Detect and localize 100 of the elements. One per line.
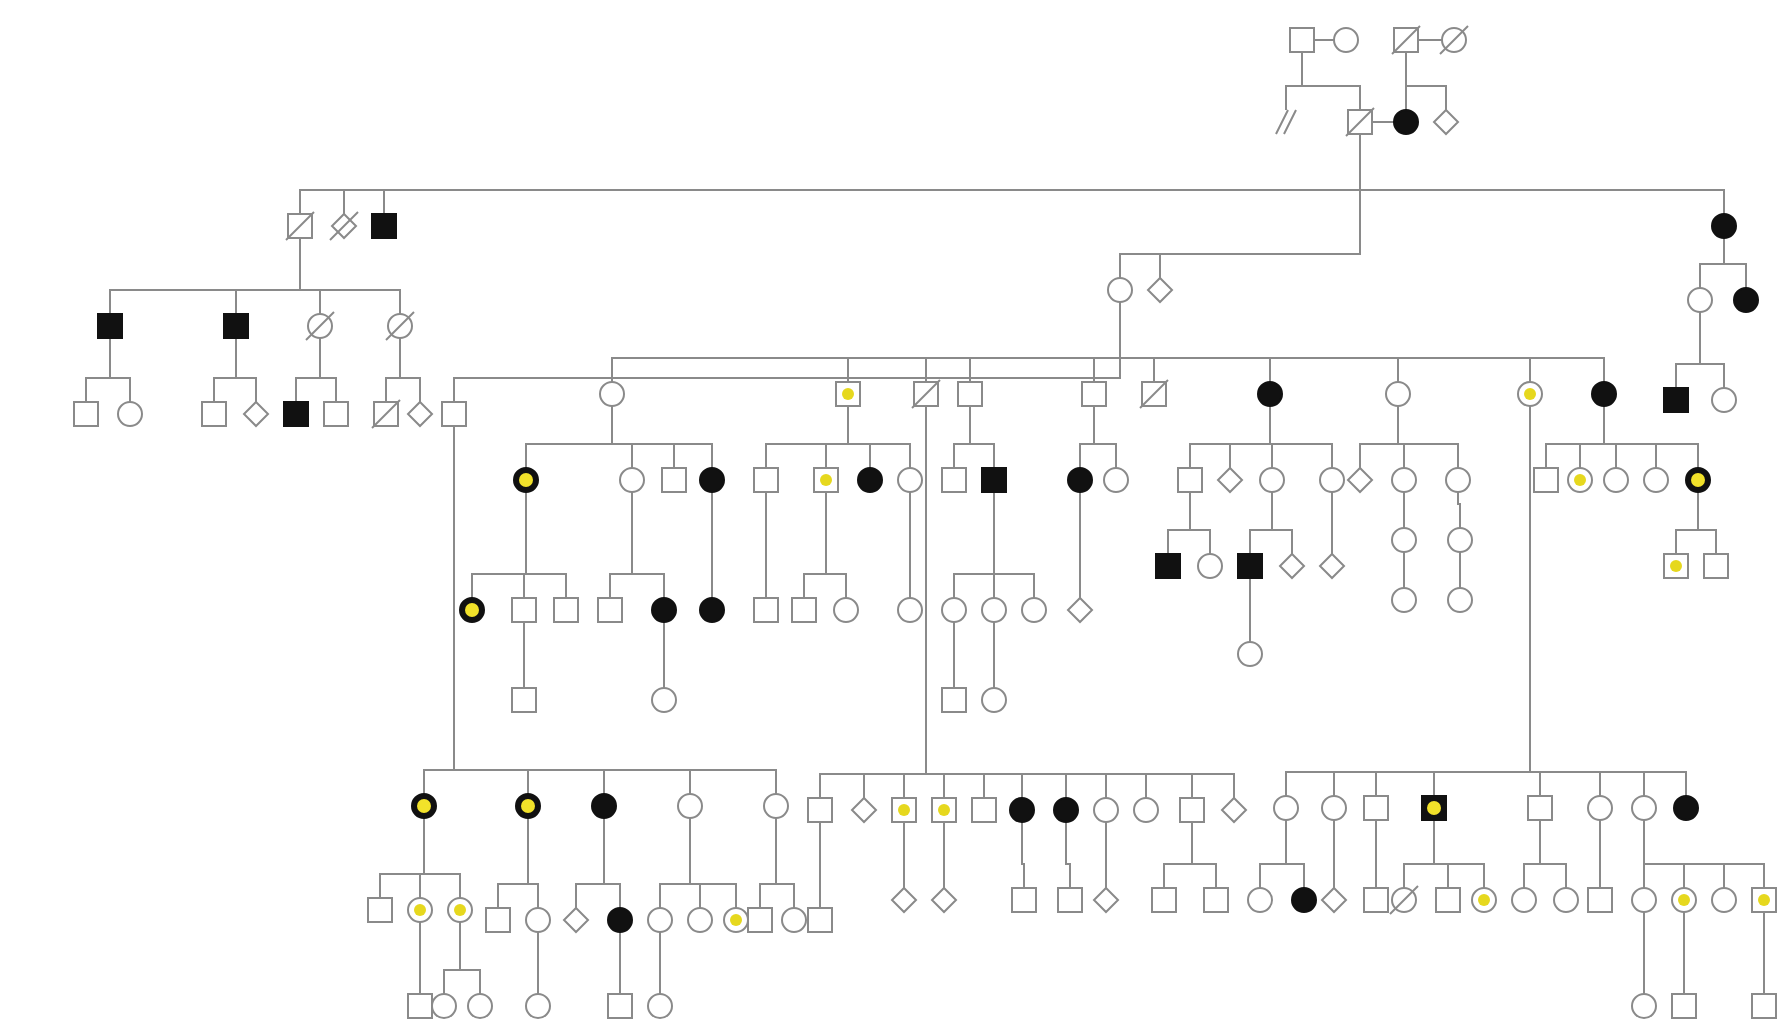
unknown-sex-symbol bbox=[1090, 884, 1122, 916]
male-symbol bbox=[954, 378, 986, 410]
descent-line bbox=[1271, 491, 1293, 555]
descent-line bbox=[1643, 819, 1765, 889]
descent-line bbox=[1697, 491, 1717, 555]
descent-line bbox=[1269, 405, 1333, 469]
descent-line bbox=[1359, 133, 1725, 215]
male-symbol bbox=[404, 990, 436, 1022]
female-symbol bbox=[1684, 284, 1716, 316]
female-symbol bbox=[1050, 794, 1082, 826]
male-symbol bbox=[1584, 884, 1616, 916]
male-symbol bbox=[788, 594, 820, 626]
male-symbol bbox=[1432, 884, 1464, 916]
descent-line bbox=[109, 337, 131, 403]
female-symbol bbox=[1382, 378, 1414, 410]
female-symbol bbox=[616, 464, 648, 496]
descent-line bbox=[299, 237, 401, 315]
female-symbol bbox=[428, 990, 460, 1022]
descent-line bbox=[1249, 577, 1251, 643]
descent-line bbox=[523, 621, 525, 689]
descent-line bbox=[663, 621, 665, 689]
descent-line bbox=[537, 931, 539, 995]
unknown-sex-symbol bbox=[1144, 274, 1176, 306]
female-symbol bbox=[1468, 884, 1500, 916]
female-symbol bbox=[644, 990, 676, 1022]
descent-line bbox=[1105, 821, 1107, 889]
descent-line bbox=[943, 821, 945, 889]
male-symbol bbox=[508, 684, 540, 716]
female-symbol bbox=[1270, 792, 1302, 824]
descent-line bbox=[1301, 51, 1361, 111]
female-symbol bbox=[1254, 378, 1286, 410]
unknown-sex-symbol bbox=[1214, 464, 1246, 496]
female-symbol bbox=[114, 398, 146, 430]
male-symbol bbox=[832, 378, 864, 410]
female-symbol bbox=[1244, 884, 1276, 916]
female-symbol bbox=[1550, 884, 1582, 916]
male-symbol bbox=[1360, 884, 1392, 916]
female-symbol bbox=[1256, 464, 1288, 496]
female-symbol bbox=[1018, 594, 1050, 626]
female-symbol bbox=[444, 894, 476, 926]
descent-line bbox=[459, 921, 481, 995]
male-symbol bbox=[1390, 24, 1422, 56]
male-symbol bbox=[888, 794, 920, 826]
male-symbol bbox=[1008, 884, 1040, 916]
male-symbol bbox=[1660, 384, 1692, 416]
female-symbol bbox=[720, 904, 752, 936]
descent-line bbox=[909, 491, 911, 599]
descent-line bbox=[993, 621, 995, 689]
male-symbol bbox=[70, 398, 102, 430]
unknown-sex-symbol bbox=[1276, 550, 1308, 582]
female-symbol bbox=[1670, 792, 1702, 824]
male-symbol bbox=[198, 398, 230, 430]
female-symbol bbox=[1564, 464, 1596, 496]
male-symbol bbox=[1748, 884, 1780, 916]
male-symbol bbox=[220, 310, 252, 342]
female-symbol bbox=[1438, 24, 1470, 56]
descent-line bbox=[1065, 821, 1071, 889]
female-symbol bbox=[1288, 884, 1320, 916]
female-symbol bbox=[304, 310, 336, 342]
descent-line bbox=[689, 817, 737, 909]
female-symbol bbox=[1316, 464, 1348, 496]
female-symbol bbox=[854, 464, 886, 496]
female-symbol bbox=[938, 594, 970, 626]
male-symbol bbox=[1152, 550, 1184, 582]
unknown-sex-symbol bbox=[848, 794, 880, 826]
female-symbol bbox=[510, 464, 542, 496]
female-symbol bbox=[1668, 884, 1700, 916]
descent-line bbox=[1539, 819, 1567, 889]
female-symbol bbox=[830, 594, 862, 626]
descent-line bbox=[1459, 551, 1461, 589]
male-symbol bbox=[1078, 378, 1110, 410]
male-symbol bbox=[910, 378, 942, 410]
female-symbol bbox=[648, 594, 680, 626]
descent-line bbox=[1285, 819, 1305, 889]
female-symbol bbox=[1444, 524, 1476, 556]
unknown-sex-symbol bbox=[928, 884, 960, 916]
male-symbol bbox=[1344, 106, 1376, 138]
unknown-sex-symbol bbox=[1430, 106, 1462, 138]
male-symbol bbox=[368, 210, 400, 242]
male-symbol bbox=[284, 210, 316, 242]
female-symbol bbox=[1388, 884, 1420, 916]
male-symbol bbox=[604, 990, 636, 1022]
unknown-sex-symbol bbox=[888, 884, 920, 916]
female-symbol bbox=[522, 990, 554, 1022]
female-symbol bbox=[894, 464, 926, 496]
unknown-sex-symbol bbox=[1218, 794, 1250, 826]
male-symbol bbox=[1234, 550, 1266, 582]
descent-line bbox=[765, 491, 767, 599]
female-symbol bbox=[1100, 464, 1132, 496]
descent-line bbox=[423, 817, 461, 899]
unknown-sex-symbol bbox=[560, 904, 592, 936]
descent-line bbox=[1093, 405, 1117, 469]
descent-line bbox=[659, 931, 661, 995]
female-symbol bbox=[648, 684, 680, 716]
female-symbol bbox=[1588, 378, 1620, 410]
male-symbol bbox=[750, 464, 782, 496]
female-symbol bbox=[384, 310, 416, 342]
descent-line bbox=[1331, 491, 1333, 555]
male-symbol bbox=[370, 398, 402, 430]
female-symbol bbox=[1090, 794, 1122, 826]
